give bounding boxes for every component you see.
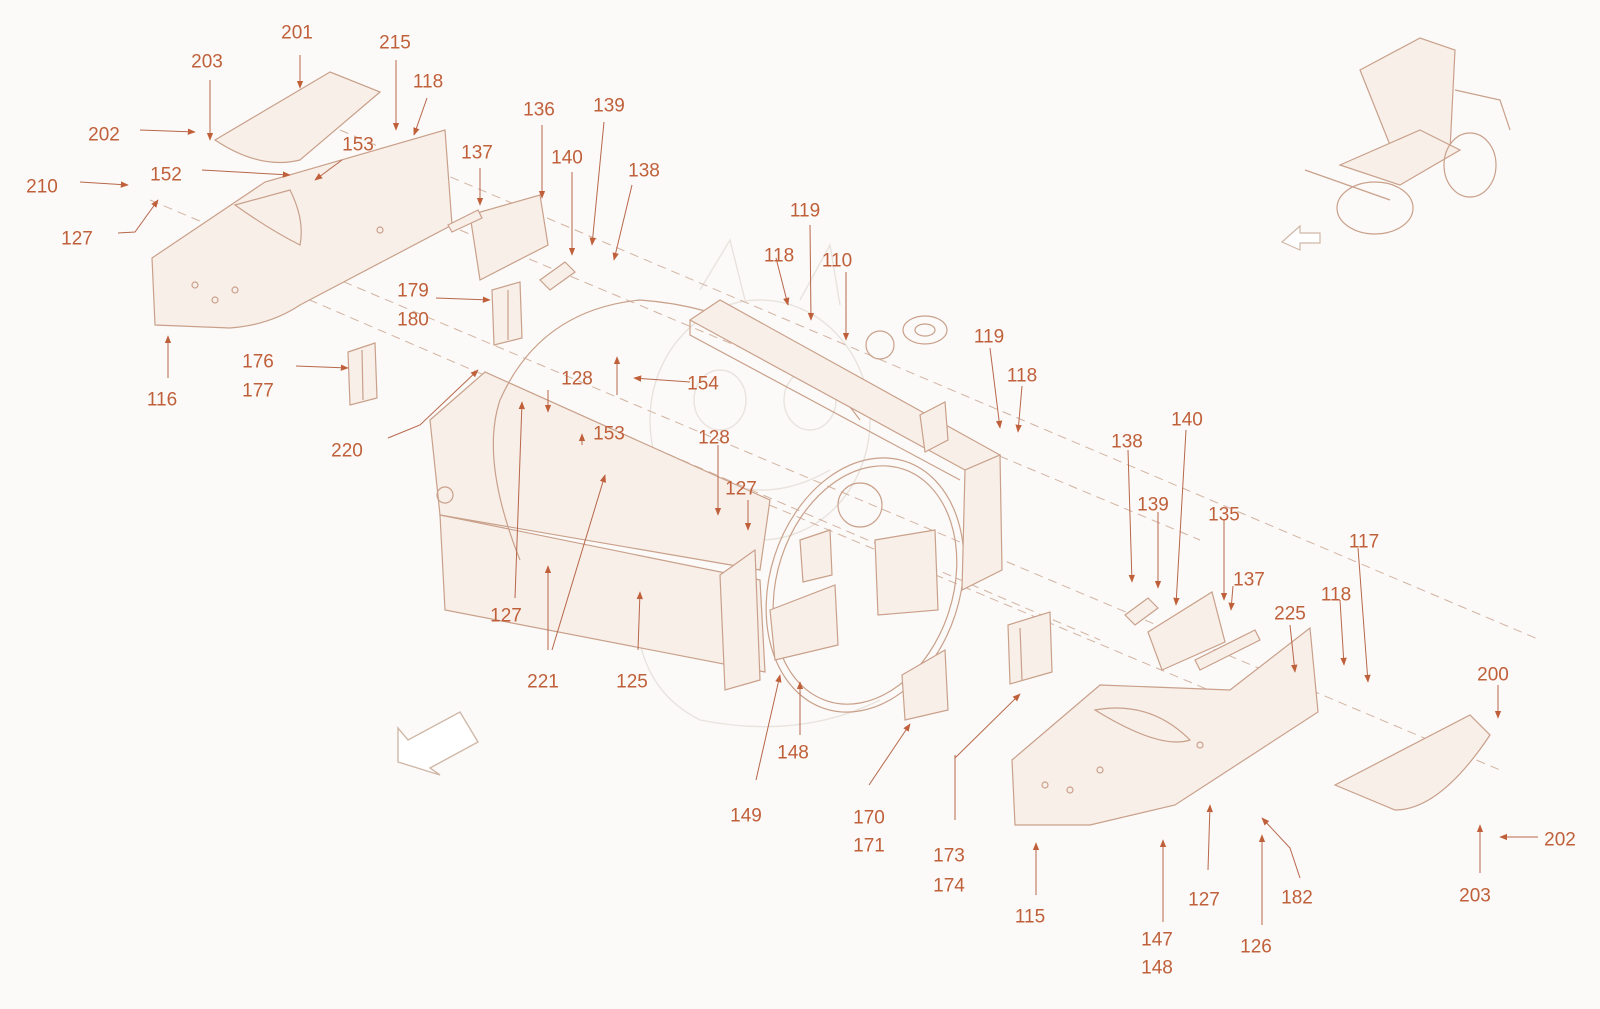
label-116[interactable]: 116 <box>146 389 178 411</box>
top-cover-plate-right <box>1333 714 1491 811</box>
label-221[interactable]: 221 <box>527 671 559 693</box>
label-128-left[interactable]: 128 <box>561 368 593 390</box>
label-127-frame[interactable]: 127 <box>490 605 522 627</box>
bracket-140-right <box>1124 597 1159 626</box>
label-200[interactable]: 200 <box>1477 664 1509 686</box>
label-174[interactable]: 174 <box>933 875 965 897</box>
label-119-right[interactable]: 119 <box>973 326 1005 348</box>
label-201[interactable]: 201 <box>281 22 313 44</box>
label-128-mid[interactable]: 128 <box>698 427 730 449</box>
forward-direction-arrow-bottom <box>397 711 479 776</box>
label-119-left[interactable]: 119 <box>789 200 821 222</box>
label-137-right[interactable]: 137 <box>1233 569 1265 591</box>
label-220[interactable]: 220 <box>331 440 363 462</box>
label-136[interactable]: 136 <box>523 99 555 121</box>
label-110[interactable]: 110 <box>821 250 853 272</box>
top-cover-plate-left <box>213 71 382 164</box>
label-115[interactable]: 115 <box>1014 906 1046 928</box>
label-140-right[interactable]: 140 <box>1171 409 1203 431</box>
label-202-right[interactable]: 202 <box>1544 829 1576 851</box>
label-215[interactable]: 215 <box>379 32 411 54</box>
label-118-beam[interactable]: 118 <box>1006 365 1038 387</box>
label-118-top-left[interactable]: 118 <box>412 71 444 93</box>
label-138-top[interactable]: 138 <box>628 160 660 182</box>
spacer-170-171 <box>901 648 949 721</box>
label-139-right[interactable]: 139 <box>1137 494 1169 516</box>
label-203-left[interactable]: 203 <box>191 51 223 73</box>
label-171[interactable]: 171 <box>853 835 885 857</box>
spacer-173-174 <box>1007 611 1053 685</box>
spacer-179-180 <box>491 281 523 346</box>
side-panel-right <box>1011 626 1319 826</box>
drum-assembly <box>492 299 965 713</box>
label-118-right[interactable]: 118 <box>1320 584 1352 606</box>
label-225[interactable]: 225 <box>1274 603 1306 625</box>
label-148-mid[interactable]: 148 <box>777 742 809 764</box>
label-127-right[interactable]: 127 <box>1188 889 1220 911</box>
label-173[interactable]: 173 <box>933 845 965 867</box>
label-135[interactable]: 135 <box>1208 504 1240 526</box>
label-139-top[interactable]: 139 <box>593 95 625 117</box>
label-179[interactable]: 179 <box>397 280 429 302</box>
label-153-top[interactable]: 153 <box>342 134 374 156</box>
label-149[interactable]: 149 <box>730 805 762 827</box>
label-152[interactable]: 152 <box>150 164 182 186</box>
label-118-drum[interactable]: 118 <box>763 245 795 267</box>
label-117[interactable]: 117 <box>1348 531 1380 553</box>
label-153-mid[interactable]: 153 <box>593 423 625 445</box>
bracket-136 <box>469 194 549 281</box>
label-137-left[interactable]: 137 <box>461 142 493 164</box>
machine-thumbnail <box>1304 37 1511 235</box>
label-182[interactable]: 182 <box>1281 887 1313 909</box>
main-frame <box>429 371 771 691</box>
bracket-137-left <box>447 209 483 233</box>
label-176[interactable]: 176 <box>242 351 274 373</box>
leader-lines <box>79 55 1538 925</box>
label-138-right[interactable]: 138 <box>1111 431 1143 453</box>
label-203-right[interactable]: 203 <box>1459 885 1491 907</box>
bracket-135 <box>1147 591 1226 671</box>
forward-direction-arrow-top <box>1280 224 1321 251</box>
label-147[interactable]: 147 <box>1141 929 1173 951</box>
label-127-mid[interactable]: 127 <box>725 478 757 500</box>
label-177[interactable]: 177 <box>242 380 274 402</box>
label-202-left[interactable]: 202 <box>88 124 120 146</box>
label-140-top[interactable]: 140 <box>551 147 583 169</box>
label-210[interactable]: 210 <box>26 176 58 198</box>
label-170[interactable]: 170 <box>853 807 885 829</box>
label-125[interactable]: 125 <box>616 671 648 693</box>
side-panel-left <box>151 129 453 329</box>
label-126[interactable]: 126 <box>1240 936 1272 958</box>
spacer-176-177 <box>347 342 378 406</box>
label-127-left[interactable]: 127 <box>61 228 93 250</box>
bracket-140-left <box>539 261 576 291</box>
drum-top-beam <box>688 299 1003 591</box>
label-180[interactable]: 180 <box>397 309 429 331</box>
label-154[interactable]: 154 <box>687 373 719 395</box>
label-148-right[interactable]: 148 <box>1141 957 1173 979</box>
bracket-137-right <box>1194 629 1261 671</box>
